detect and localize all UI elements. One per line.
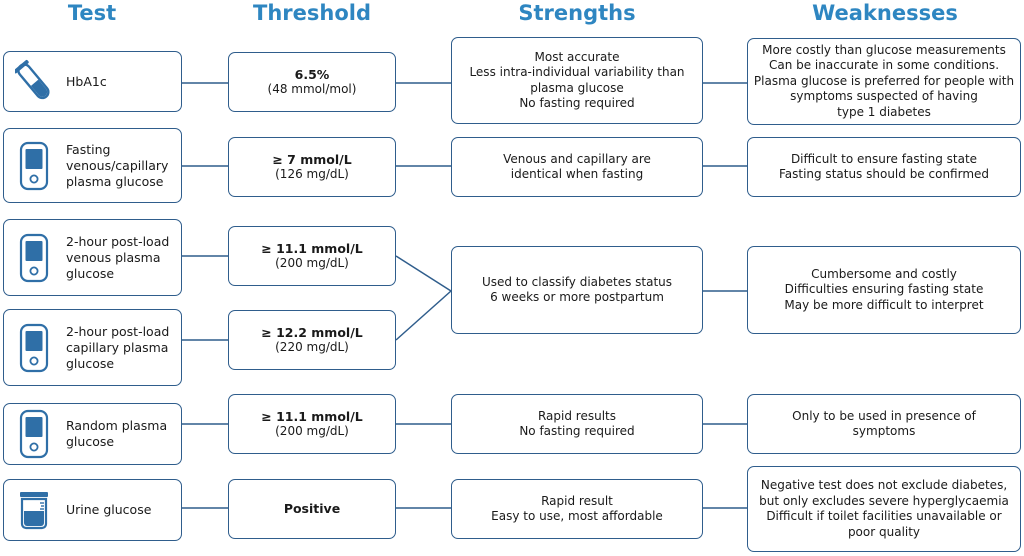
- strengths-box-ogtt: Used to classify diabetes status 6 weeks…: [451, 246, 703, 334]
- header-test: Test: [67, 1, 117, 25]
- threshold-unit: (200 mg/dL): [275, 424, 349, 438]
- threshold-value: ≥ 12.2 mmol/L: [261, 324, 363, 340]
- threshold-unit: (220 mg/dL): [275, 340, 349, 354]
- weaknesses-box-random: Only to be used in presence of symptoms: [747, 394, 1021, 454]
- test-box-hba1c: HbA1c: [3, 51, 182, 112]
- test-box-2h-capillary: 2-hour post-load capillary plasma glucos…: [3, 309, 182, 386]
- threshold-box-urine: Positive: [228, 479, 396, 539]
- threshold-value: ≥ 11.1 mmol/L: [261, 240, 363, 256]
- strength-line: identical when fasting: [510, 167, 644, 181]
- glucose-meter-icon: [12, 409, 56, 459]
- urine-cup-icon: [12, 485, 56, 535]
- glucose-meter-icon: [12, 141, 56, 191]
- header-threshold: Threshold: [253, 1, 371, 25]
- test-label: capillary plasma: [66, 339, 169, 355]
- strength-line: plasma glucose: [530, 80, 624, 95]
- glucose-meter-icon: [12, 233, 56, 283]
- strength-line: Rapid result: [541, 493, 613, 508]
- test-box-urine: Urine glucose: [3, 479, 182, 541]
- connector-line: [395, 290, 452, 341]
- weakness-line: Difficult to ensure fasting state: [790, 151, 978, 166]
- weakness-line: Plasma glucose is preferred for people w…: [753, 73, 1015, 88]
- test-label: glucose: [66, 265, 115, 281]
- weaknesses-box-urine: Negative test does not exclude diabetes,…: [747, 466, 1021, 552]
- weakness-line: poor quality: [847, 524, 921, 539]
- weakness-line: Can be inaccurate in some conditions.: [768, 58, 1000, 73]
- test-label: Fasting: [66, 141, 111, 157]
- weakness-line: Difficult if toilet facilities unavailab…: [766, 509, 1002, 523]
- threshold-unit: (48 mmol/mol): [267, 82, 357, 96]
- weakness-line: Difficulties ensuring fasting state: [784, 282, 984, 297]
- weakness-line: More costly than glucose measurements: [762, 42, 1006, 57]
- threshold-value: ≥ 11.1 mmol/L: [261, 408, 363, 424]
- test-label: glucose: [66, 355, 115, 371]
- strength-line: Used to classify diabetes status: [481, 274, 673, 289]
- strength-line: Venous and capillary are: [503, 151, 651, 166]
- strength-line: Easy to use, most affordable: [491, 509, 663, 523]
- strengths-box-fasting: Venous and capillary are identical when …: [451, 137, 703, 197]
- connector-line: [395, 255, 452, 292]
- weaknesses-box-hba1c: More costly than glucose measurements Ca…: [747, 38, 1021, 125]
- strength-line: Most accurate: [534, 49, 620, 64]
- weaknesses-box-ogtt: Cumbersome and costly Difficulties ensur…: [747, 246, 1021, 334]
- weakness-line: Fasting status should be confirmed: [778, 167, 990, 181]
- test-label: Urine glucose: [66, 502, 152, 517]
- strength-line: 6 weeks or more postpartum: [490, 290, 664, 304]
- strength-line: Rapid results: [537, 408, 616, 423]
- test-label: 2-hour post-load: [66, 233, 170, 249]
- threshold-unit: (126 mg/dL): [275, 167, 349, 181]
- test-label: venous plasma: [66, 249, 161, 265]
- test-tube-icon: [12, 57, 56, 107]
- weakness-line: Negative test does not exclude diabetes,: [760, 478, 1008, 492]
- test-label: plasma glucose: [66, 173, 164, 189]
- glucose-meter-icon: [12, 323, 56, 373]
- threshold-box-2h-venous: ≥ 11.1 mmol/L (200 mg/dL): [228, 226, 396, 286]
- strengths-box-hba1c: Most accurate Less intra-individual vari…: [451, 37, 703, 124]
- threshold-value: ≥ 7 mmol/L: [272, 151, 352, 167]
- weakness-line: type 1 diabetes: [837, 104, 931, 119]
- strength-line: No fasting required: [519, 96, 635, 110]
- threshold-box-hba1c: 6.5% (48 mmol/mol): [228, 52, 396, 112]
- threshold-value: Positive: [283, 501, 341, 517]
- test-label: 2-hour post-load: [66, 323, 170, 339]
- threshold-box-random: ≥ 11.1 mmol/L (200 mg/dL): [228, 394, 396, 454]
- strengths-box-random: Rapid results No fasting required: [451, 394, 703, 454]
- test-label: glucose: [66, 434, 115, 449]
- strength-line: No fasting required: [519, 424, 635, 438]
- weakness-line: but only excludes severe hyperglycaemia: [759, 493, 1009, 508]
- test-label: venous/capillary: [66, 157, 169, 173]
- test-box-2h-venous: 2-hour post-load venous plasma glucose: [3, 219, 182, 296]
- threshold-unit: (200 mg/dL): [275, 256, 349, 270]
- weakness-line: May be more difficult to interpret: [784, 297, 984, 312]
- weaknesses-box-fasting: Difficult to ensure fasting state Fastin…: [747, 137, 1021, 197]
- threshold-box-fasting: ≥ 7 mmol/L (126 mg/dL): [228, 137, 396, 197]
- weakness-line: symptoms: [852, 424, 916, 438]
- test-label: Random plasma: [66, 418, 168, 433]
- test-label: HbA1c: [66, 73, 107, 89]
- test-box-random: Random plasma glucose: [3, 403, 182, 465]
- strengths-box-urine: Rapid result Easy to use, most affordabl…: [451, 479, 703, 539]
- threshold-value: 6.5%: [294, 66, 330, 82]
- weakness-line: Cumbersome and costly: [811, 266, 957, 281]
- weakness-line: symptoms suspected of having: [790, 89, 978, 104]
- test-box-fasting: Fasting venous/capillary plasma glucose: [3, 128, 182, 203]
- header-weaknesses: Weaknesses: [812, 1, 958, 25]
- header-strengths: Strengths: [518, 1, 636, 25]
- weakness-line: Only to be used in presence of: [792, 408, 976, 423]
- threshold-box-2h-capillary: ≥ 12.2 mmol/L (220 mg/dL): [228, 310, 396, 370]
- strength-line: Less intra-individual variability than: [469, 65, 685, 79]
